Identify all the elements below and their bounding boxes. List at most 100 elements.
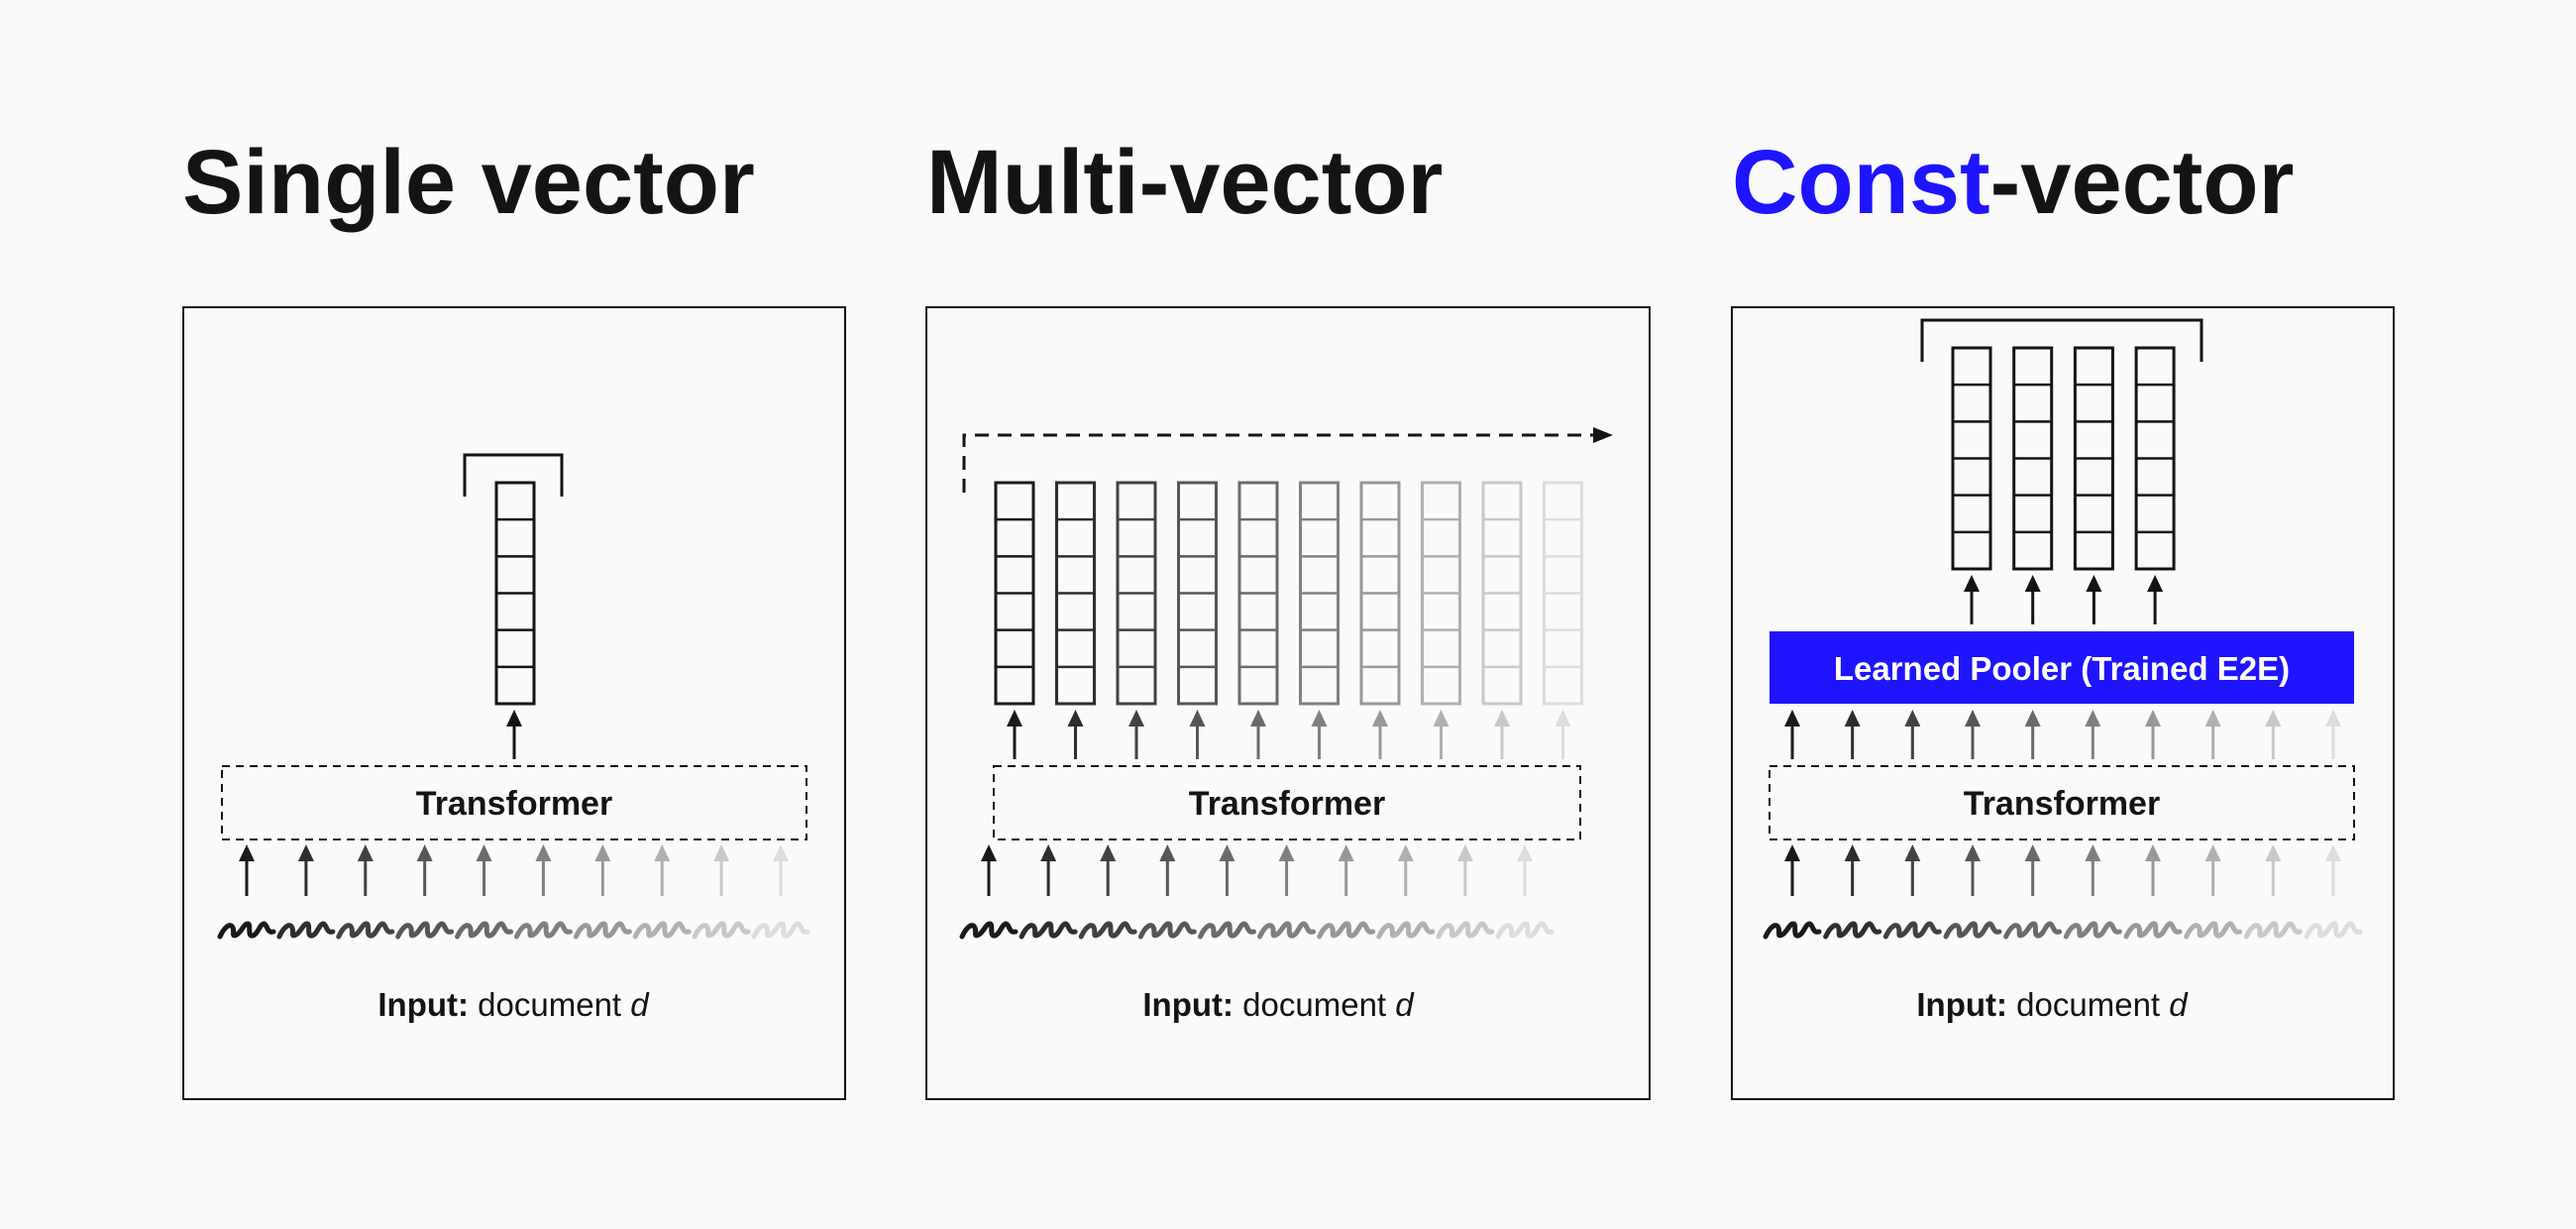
token-squiggle-icon (1197, 921, 1256, 940)
panel-single-vector (182, 306, 846, 1100)
input-token-arrow-head-icon (2265, 844, 2282, 861)
input-label-multi: Input: document d (1142, 986, 1415, 1023)
pooler-input-arrow-head-icon (1784, 710, 1800, 726)
title-accent: Const (1732, 132, 1990, 233)
token-squiggle-icon (1943, 921, 2002, 940)
input-token-arrow-head-icon (2024, 844, 2041, 861)
input-token-arrow-head-icon (594, 844, 611, 861)
learned-pooler-box (1770, 631, 2354, 704)
token-squiggle-icon (2304, 921, 2363, 940)
input-token-arrow-head-icon (1338, 844, 1354, 861)
learned-pooler-label: Learned Pooler (Trained E2E) (1834, 650, 2290, 687)
input-token-arrow-head-icon (713, 844, 730, 861)
panel-multi-vector (925, 306, 1651, 1100)
title-const-vector: Const-vector (1732, 132, 2294, 233)
title-multi-vector: Multi-vector (926, 132, 1443, 233)
output-arrow-head-icon (1189, 710, 1206, 726)
input-token-arrow-head-icon (1219, 844, 1235, 861)
input-token-arrow-head-icon (1784, 844, 1800, 861)
output-bracket-single (463, 453, 564, 497)
output-arrow-head-icon (1007, 710, 1022, 726)
transformer-label-multi: Transformer (1189, 785, 1385, 823)
token-squiggle-icon (573, 921, 632, 940)
output-arrow-head-icon (1128, 710, 1144, 726)
token-squiggle-icon (1763, 921, 1822, 940)
token-squiggle-icon (1823, 921, 1882, 940)
pooler-input-arrow-head-icon (2024, 710, 2041, 726)
token-squiggle-icon (276, 921, 336, 940)
input-token-arrow-head-icon (1159, 844, 1176, 861)
token-squiggle-icon (513, 921, 573, 940)
output-arrow-head-icon (1067, 710, 1084, 726)
input-token-arrow-head-icon (357, 844, 374, 861)
transformer-box-single (221, 765, 807, 840)
input-token-arrow-head-icon (535, 844, 552, 861)
input-token-arrow-head-icon (476, 844, 492, 861)
token-squiggle-icon (1495, 921, 1555, 940)
token-squiggle-icon (959, 921, 1019, 940)
input-token-arrow-head-icon (1844, 844, 1861, 861)
input-label-var: d (2169, 986, 2189, 1023)
panel-const-vector (1731, 306, 2395, 1100)
token-squiggle-icon (455, 921, 514, 940)
token-squiggle-icon (2003, 921, 2063, 940)
token-squiggle-icon (1137, 921, 1197, 940)
token-squiggle-icon (692, 921, 751, 940)
pooler-input-arrow-head-icon (1844, 710, 1861, 726)
pooler-input-arrow-head-icon (1904, 710, 1921, 726)
input-token-arrow-head-icon (1040, 844, 1057, 861)
output-bracket-const (1920, 318, 2203, 362)
token-squiggle-icon (1257, 921, 1317, 940)
output-arrow-head-icon (1494, 710, 1510, 726)
token-squiggle-icon (217, 921, 276, 940)
pooler-input-arrow-head-icon (2085, 710, 2101, 726)
pooler-input-arrow-head-icon (2265, 710, 2282, 726)
token-squiggle-icon (1882, 921, 1942, 940)
title-rest: -vector (1990, 132, 2295, 233)
token-squiggle-icon (1436, 921, 1495, 940)
input-token-arrow-head-icon (2325, 844, 2341, 861)
input-label-single: Input: document d (377, 986, 650, 1023)
input-token-arrow-head-icon (981, 844, 997, 861)
input-label-const: Input: document d (1916, 986, 2189, 1023)
input-token-arrow-head-icon (1965, 844, 1981, 861)
pooler-input-arrow-head-icon (2145, 710, 2161, 726)
token-squiggle-icon (632, 921, 692, 940)
input-label-var: d (1395, 986, 1415, 1023)
token-squiggle-icon (1019, 921, 1078, 940)
output-arrow-head-icon (1433, 710, 1449, 726)
pooled-output-arrow-head-icon (2024, 575, 2041, 592)
output-arrow-head-icon (1311, 710, 1328, 726)
transformer-box-const (1769, 765, 2355, 840)
output-arrow-head-icon (1250, 710, 1266, 726)
input-label-text: document (469, 986, 630, 1023)
transformer-label-const: Transformer (1964, 785, 2160, 823)
pooled-output-arrow-head-icon (2147, 575, 2164, 592)
title-single-vector: Single vector (182, 132, 755, 233)
input-token-arrow-head-icon (297, 844, 314, 861)
output-arrow-head-icon (1372, 710, 1388, 726)
late-interaction-dashed-arrow (962, 433, 1595, 493)
pooler-input-arrow-head-icon (2204, 710, 2221, 726)
input-token-arrow-head-icon (773, 844, 789, 861)
token-squiggle-icon (2184, 921, 2243, 940)
input-token-arrow-head-icon (1100, 844, 1117, 861)
token-squiggle-icon (2063, 921, 2122, 940)
transformer-label-single: Transformer (416, 785, 612, 823)
input-token-arrow-head-icon (239, 844, 255, 861)
input-token-arrow-head-icon (1278, 844, 1295, 861)
input-token-arrow-head-icon (1456, 844, 1473, 861)
input-label-text: document (1234, 986, 1395, 1023)
output-arrow-head-icon (1555, 710, 1571, 726)
pooler-input-arrow-head-icon (2325, 710, 2341, 726)
input-token-arrow-head-icon (2085, 844, 2101, 861)
token-squiggle-icon (1078, 921, 1137, 940)
transformer-box-multi (993, 765, 1581, 840)
pooler-input-arrow-head-icon (1965, 710, 1981, 726)
input-token-arrow-head-icon (1517, 844, 1533, 861)
input-label-text: document (2007, 986, 2169, 1023)
token-squiggle-icon (336, 921, 395, 940)
token-squiggle-icon (395, 921, 455, 940)
input-label-bold: Input: (1916, 986, 2007, 1023)
